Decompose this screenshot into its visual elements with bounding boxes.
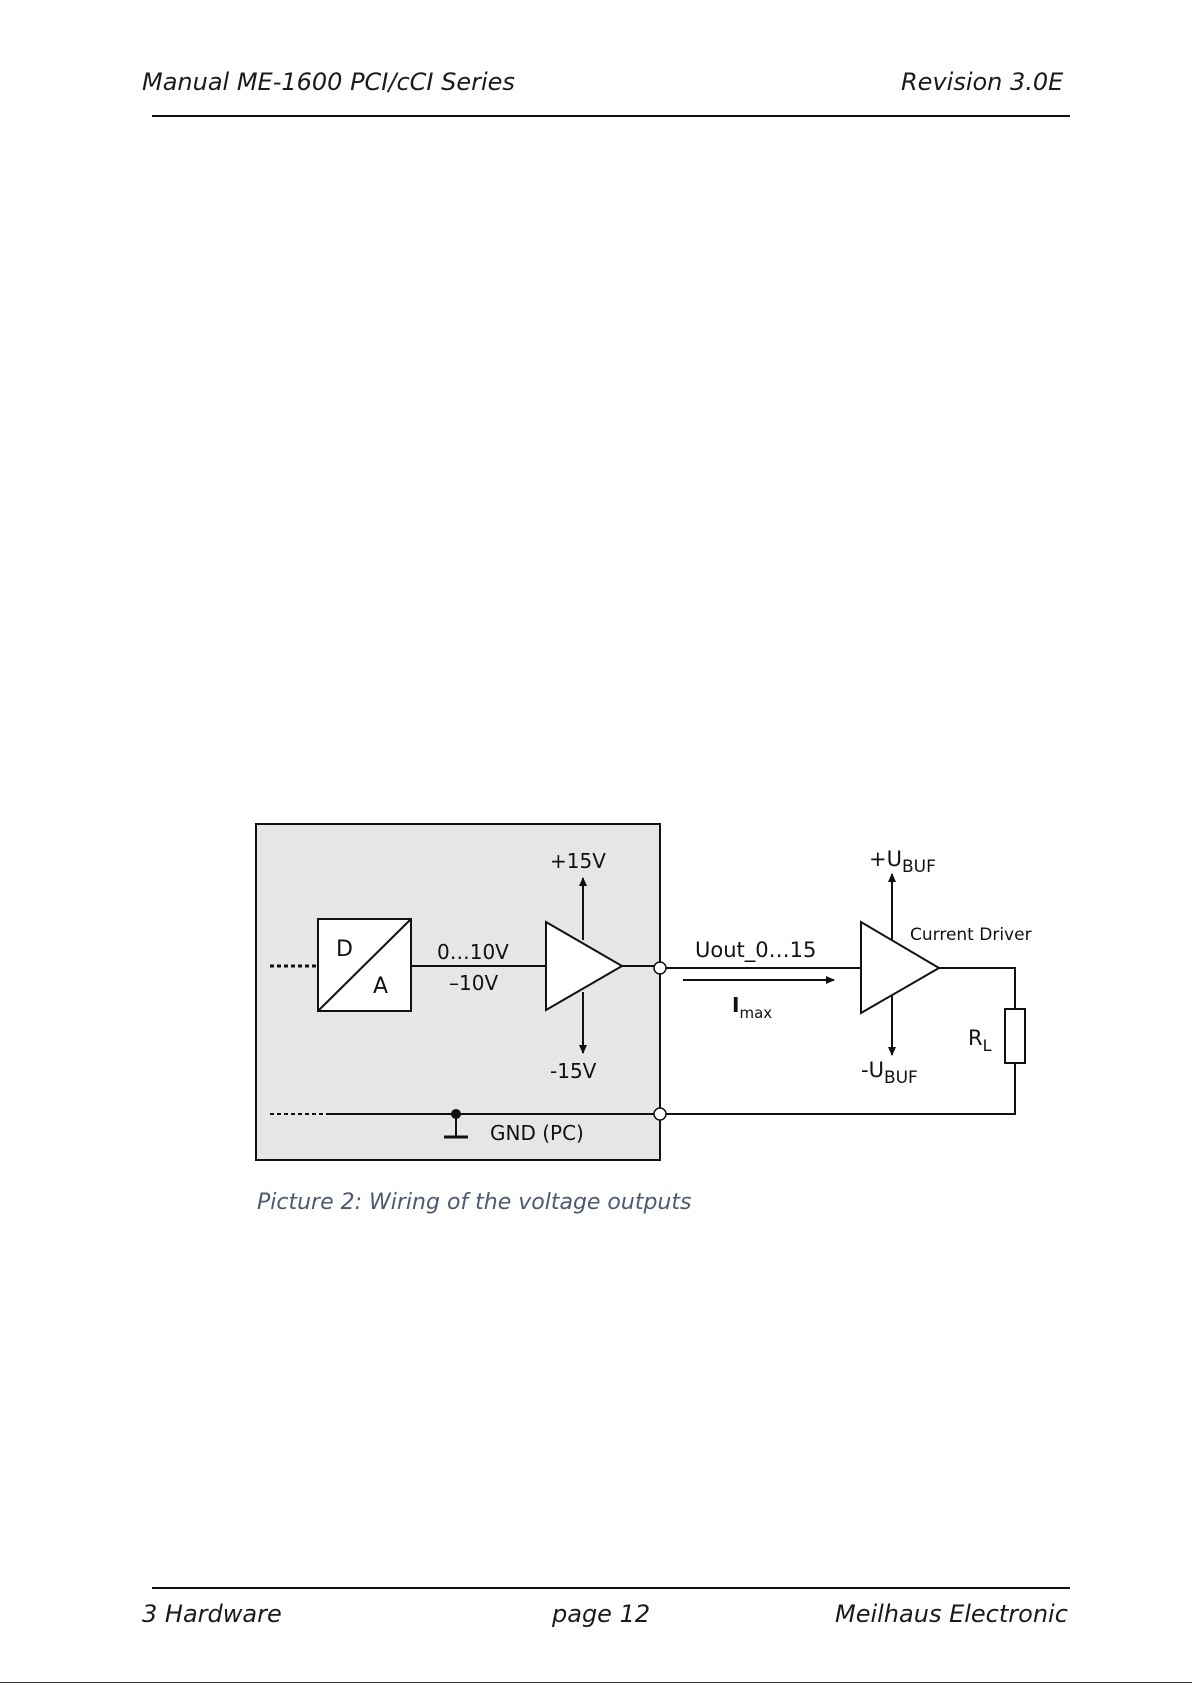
gnd-label: GND (PC) xyxy=(490,1121,584,1145)
current-label-subscript: max xyxy=(739,1004,772,1022)
da-d-label: D xyxy=(336,937,353,962)
minus-supply-label: -15V xyxy=(550,1059,597,1083)
range-label: 0…10V xyxy=(437,940,509,964)
output-label: Uout_0…15 xyxy=(695,938,816,963)
plus-buf-label: +UBUF xyxy=(869,847,936,877)
output-terminal xyxy=(654,962,666,974)
load-wire-top xyxy=(939,968,1015,1009)
minus-buf-label: -UBUF xyxy=(861,1058,918,1088)
load-subscript: L xyxy=(983,1036,992,1055)
load-wire-bottom xyxy=(666,1063,1015,1114)
range-label-negative: –10V xyxy=(449,971,498,995)
ground-terminal xyxy=(654,1108,666,1120)
load-resistor xyxy=(1005,1009,1025,1063)
figure-caption: Picture 2: Wiring of the voltage outputs xyxy=(257,1190,691,1215)
plus-supply-label: +15V xyxy=(550,849,606,873)
load-label: RL xyxy=(968,1026,992,1055)
footer-page-number: page 12 xyxy=(552,1600,650,1628)
plus-buf-subscript: BUF xyxy=(902,857,936,877)
footer-rule xyxy=(152,1587,1070,1589)
current-driver-label: Current Driver xyxy=(910,925,1032,945)
current-label: Imax xyxy=(732,993,772,1022)
minus-buf-subscript: BUF xyxy=(884,1068,918,1088)
footer-company: Meilhaus Electronic xyxy=(835,1600,1068,1628)
page-bottom-border xyxy=(0,1682,1192,1683)
da-a-label: A xyxy=(373,974,388,999)
footer-chapter: 3 Hardware xyxy=(142,1600,282,1628)
